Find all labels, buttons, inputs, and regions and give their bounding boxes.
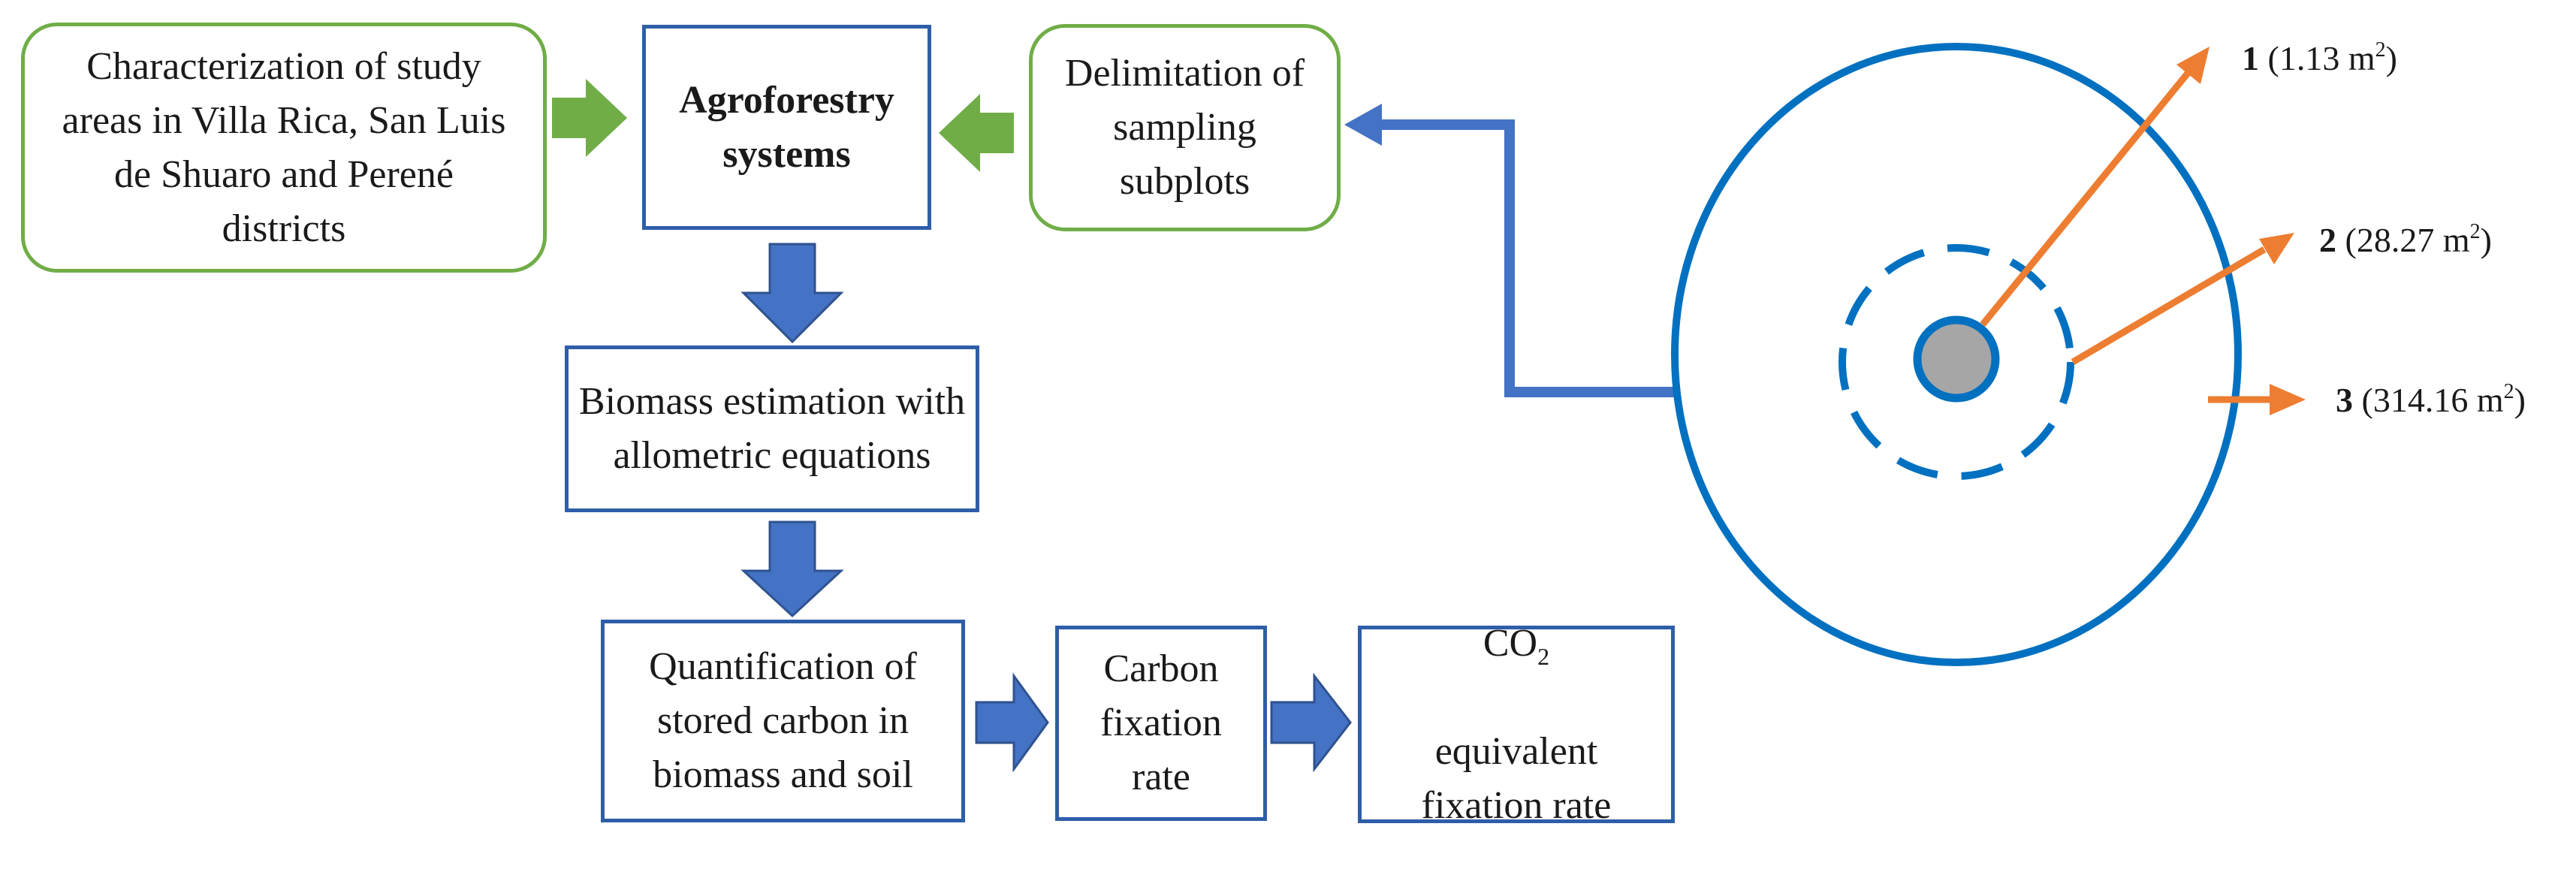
subplot-2-label: 2 (28.27 m2) <box>2319 220 2492 259</box>
carbon-fixation-box: Carbon fixation rate <box>1055 626 1267 821</box>
agroforestry-text: Agroforestry systems <box>679 78 894 176</box>
co2-fixation-label: CO2 equivalent fixation rate <box>1381 563 1651 887</box>
elbow-connector <box>1378 119 1679 397</box>
right-arrow-icon-1 <box>975 672 1049 773</box>
methodology-diagram: Characterization of study areas in Villa… <box>21 23 2526 827</box>
radius-arrowhead-3-icon <box>2270 384 2306 415</box>
quantification-text: Quantification of stored carbon in bioma… <box>649 645 917 796</box>
delimitation-box: Delimitation of sampling subplots <box>1029 24 1341 231</box>
green-arrow-left-icon <box>939 94 1014 172</box>
right-arrow-icon-2 <box>1270 672 1352 773</box>
diagram-graphics <box>552 43 2306 773</box>
radius-arrowhead-2-icon <box>2259 233 2294 264</box>
down-arrow-icon-1 <box>741 243 844 344</box>
characterization-text: Characterization of study areas in Villa… <box>62 44 506 250</box>
radius-arrow-1 <box>1980 69 2192 327</box>
co2-fixation-box: CO2 equivalent fixation rate <box>1358 622 1675 827</box>
co2-fixation-text: equivalent fixation rate <box>1421 729 1612 827</box>
co2-formula: CO2 <box>1483 621 1550 670</box>
quantification-box: Quantification of stored carbon in bioma… <box>601 620 965 822</box>
down-arrow-icon-2b <box>741 520 844 618</box>
subplot-1-label: 1 (1.13 m2) <box>2242 38 2397 77</box>
biomass-box: Biomass estimation with allometric equat… <box>565 345 979 512</box>
subplot-3-circle <box>1671 43 2242 666</box>
subplot-2-circle <box>1838 244 2074 480</box>
carbon-fixation-text: Carbon fixation rate <box>1100 647 1222 798</box>
biomass-text: Biomass estimation with allometric equat… <box>578 380 966 477</box>
connector-arrowhead-icon <box>1344 104 1382 146</box>
radius-arrow-2 <box>2071 246 2267 365</box>
subplot-1-circle <box>1913 315 2000 403</box>
agroforestry-box: Agroforestry systems <box>642 25 931 230</box>
radius-arrowhead-1-icon <box>2176 47 2210 84</box>
green-arrow-right-icon <box>552 79 627 157</box>
characterization-box: Characterization of study areas in Villa… <box>21 23 547 273</box>
subplot-3-label: 3 (314.16 m2) <box>2336 380 2526 419</box>
delimitation-text: Delimitation of sampling subplots <box>1064 52 1305 203</box>
